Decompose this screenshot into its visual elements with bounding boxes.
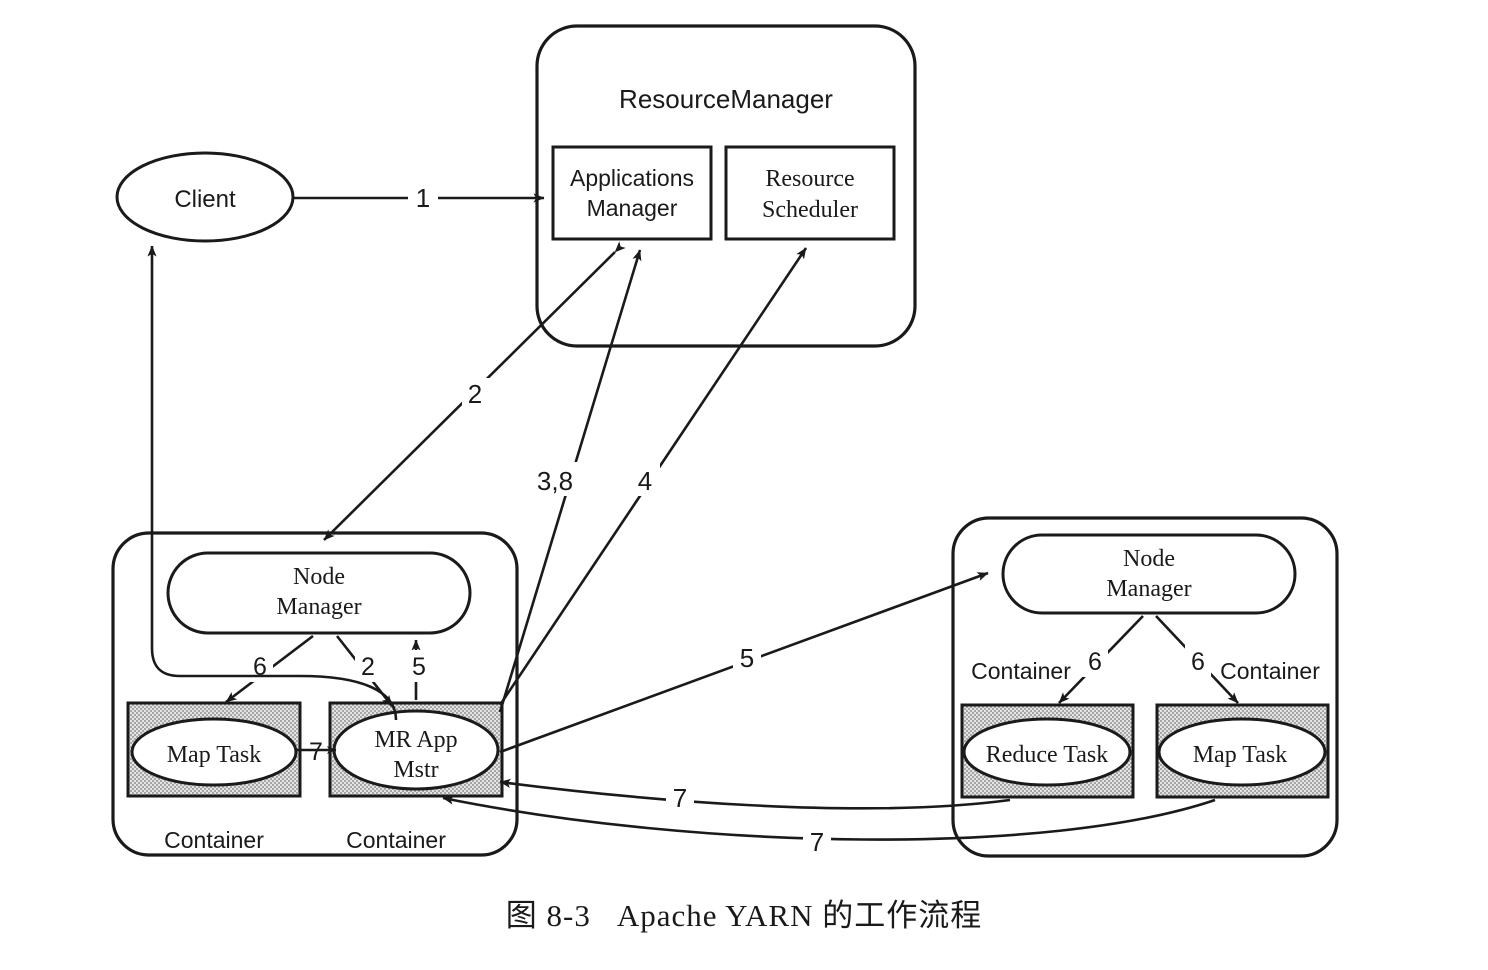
edge-3-8-group: 3,8 xyxy=(498,249,642,713)
node-manager-left-label-line2: Manager xyxy=(276,594,361,620)
edge-5-nm-right-label-bg xyxy=(733,642,761,674)
node-manager-left-label-line1: Node xyxy=(293,564,345,590)
client-ellipse xyxy=(115,151,295,243)
node-manager-left-pill xyxy=(166,551,472,635)
edge-5-nm-left-label-bg xyxy=(406,650,432,682)
edge-6-map-left-label: 6 xyxy=(253,653,267,681)
resource-manager-group: ResourceManager Applications Manager Res… xyxy=(535,24,917,348)
edge-6-map-right-group: 6 xyxy=(1155,615,1239,704)
edge-6-map-right-label-bg xyxy=(1185,645,1211,677)
edge-5-nm-left-label: 5 xyxy=(412,653,426,681)
edge-2-nm-label-bg xyxy=(462,378,490,410)
edge-7-reduce-arrow xyxy=(499,778,1011,810)
figure-caption-title: Apache YARN 的工作流程 xyxy=(616,898,983,933)
edge-3-8-label: 3,8 xyxy=(537,466,573,496)
edge-1-group: 1 xyxy=(294,182,545,214)
container-reduce-task-label: Container xyxy=(971,658,1071,684)
container-map-task-right-label: Container xyxy=(1220,658,1320,684)
reduce-task-ellipse xyxy=(962,717,1132,787)
edge-4-label-bg xyxy=(630,462,660,496)
edge-6-map-right-label: 6 xyxy=(1191,648,1205,676)
edge-5-nm-right-group: 5 xyxy=(499,571,989,754)
edge-4-label: 4 xyxy=(638,466,652,496)
edge-return-client-group xyxy=(147,245,398,721)
client-label: Client xyxy=(174,186,236,213)
map-task-left-ellipse xyxy=(130,717,298,787)
mr-app-mstr-label-line1: MR App xyxy=(374,727,457,753)
client-group: Client xyxy=(115,151,295,243)
edge-7-reduce-label-bg xyxy=(666,782,694,814)
figure-caption-number: 图 8-3 xyxy=(505,898,591,933)
node-manager-right-group: Node Manager Reduce Task Container Map T… xyxy=(951,516,1339,858)
edge-7-map-left-label: 7 xyxy=(309,738,323,766)
edge-7-map-right-label-bg xyxy=(803,826,831,858)
container-mr-app-mstr-label: Container xyxy=(346,827,446,853)
edge-2-nm-group: 2 xyxy=(323,241,626,541)
edge-3-8-label-bg xyxy=(524,462,586,496)
edge-7-reduce-group: 7 xyxy=(499,778,1011,814)
node-manager-right-label-line1: Node xyxy=(1123,546,1175,572)
figure-caption: 图 8-3 Apache YARN 的工作流程 xyxy=(0,890,1488,935)
edge-2-mstr-label-bg xyxy=(355,650,381,682)
edge-7-map-right-group: 7 xyxy=(442,795,1216,858)
edge-1-label: 1 xyxy=(416,183,430,213)
applications-manager-label-line1: Applications xyxy=(570,165,694,191)
edge-1-label-bg xyxy=(408,182,438,214)
resource-manager-label: ResourceManager xyxy=(619,84,833,114)
resource-scheduler-box xyxy=(724,145,896,241)
edge-6-reduce-label: 6 xyxy=(1088,648,1102,676)
edge-2-mstr-label: 2 xyxy=(361,653,375,681)
edge-7-map-right-label: 7 xyxy=(810,827,824,857)
applications-manager-box xyxy=(551,145,713,241)
resource-scheduler-label-line1: Resource xyxy=(765,166,854,192)
applications-manager-label-line2: Manager xyxy=(587,195,678,221)
edge-4-group: 4 xyxy=(498,247,808,706)
node-manager-right-pill xyxy=(1001,533,1297,615)
node-manager-right-label-line2: Manager xyxy=(1106,576,1191,602)
edge-7-reduce-label: 7 xyxy=(673,783,687,813)
edge-5-nm-left-group: 5 xyxy=(406,639,432,700)
edge-6-reduce-group: 6 xyxy=(1058,615,1144,704)
map-task-right-label: Map Task xyxy=(1193,742,1288,768)
resource-scheduler-label-line2: Scheduler xyxy=(762,197,858,223)
map-task-right-ellipse xyxy=(1157,717,1327,787)
map-task-left-label: Map Task xyxy=(167,742,262,768)
edge-2-nm-label: 2 xyxy=(468,379,482,409)
edge-5-nm-right-label: 5 xyxy=(740,643,754,673)
mr-app-mstr-label-line2: Mstr xyxy=(393,757,438,783)
reduce-task-label: Reduce Task xyxy=(986,742,1109,768)
edge-7-map-right-arrow xyxy=(442,795,1216,841)
edge-7-map-left-group: 7 xyxy=(297,738,337,766)
node-manager-left-group: Node Manager Map Task Container MR App M… xyxy=(111,531,519,857)
edge-return-client-arrow xyxy=(147,245,398,721)
edge-6-reduce-label-bg xyxy=(1082,645,1108,677)
container-map-task-left-label: Container xyxy=(164,827,264,853)
